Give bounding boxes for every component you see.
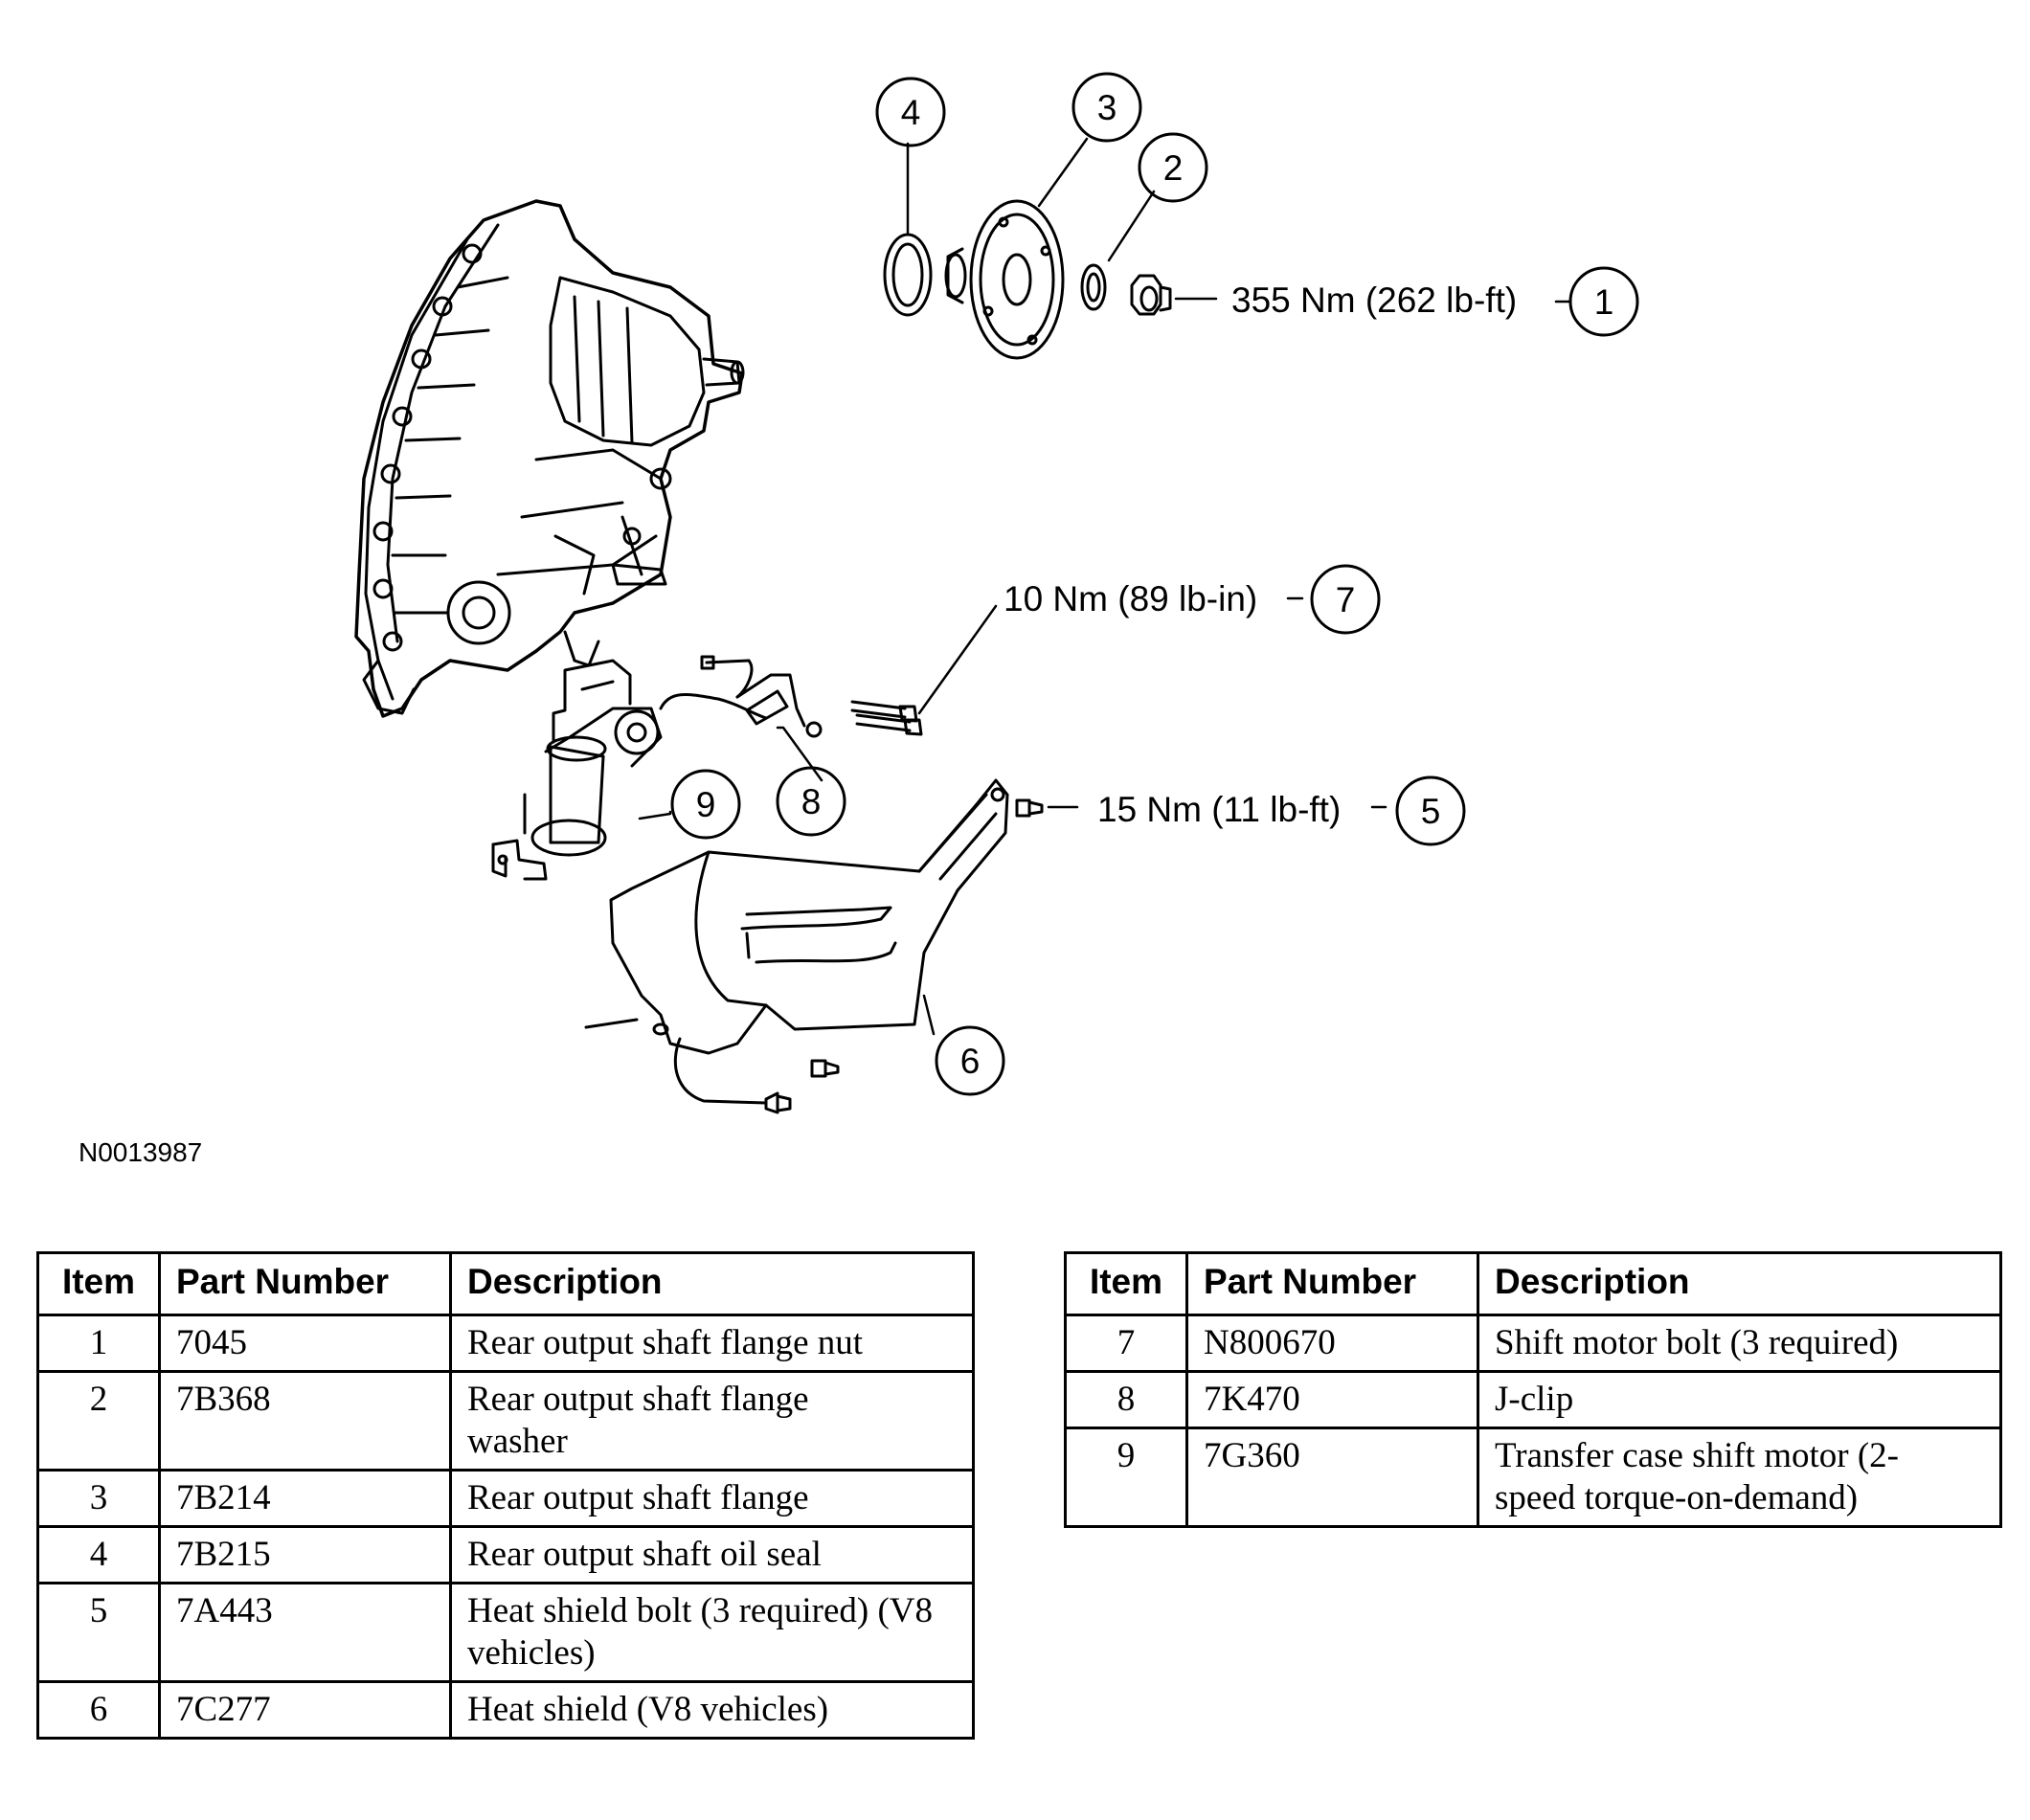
- callout-7: 7: [1310, 564, 1381, 635]
- callout-2-number: 2: [1163, 148, 1184, 188]
- callout-2: 2: [1138, 132, 1208, 203]
- cell-item: 6: [36, 1680, 161, 1740]
- cell-part-number: N800670: [1185, 1314, 1479, 1373]
- table-header-row: Item Part Number Description: [36, 1251, 975, 1316]
- torque-label-item-7: 10 Nm (89 lb-in): [1004, 579, 1257, 618]
- column-header-item: Item: [36, 1251, 161, 1316]
- callout-4-number: 4: [901, 93, 921, 132]
- heat-shield-part: [584, 778, 1009, 1055]
- cell-item: 9: [1064, 1427, 1188, 1528]
- callout-6: 6: [935, 1025, 1005, 1096]
- leader-lines: [638, 137, 1572, 1036]
- cell-description: J-clip: [1477, 1370, 2002, 1429]
- cell-item: 3: [36, 1469, 161, 1528]
- shift-motor-part: [491, 659, 663, 881]
- transfer-case-housing: [354, 199, 745, 718]
- parts-table-right: Item Part Number Description 7 N800670 S…: [1064, 1251, 2002, 1528]
- callout-3: 3: [1071, 72, 1142, 143]
- table-row: 8 7K470 J-clip: [1064, 1370, 2002, 1429]
- callout-8-number: 8: [801, 782, 822, 821]
- cell-description: Transfer case shift motor (2-speed torqu…: [1477, 1427, 2002, 1528]
- callout-4: 4: [875, 77, 946, 147]
- table-header-row: Item Part Number Description: [1064, 1251, 2002, 1316]
- torque-label-item-5: 15 Nm (11 lb-ft): [1097, 790, 1341, 829]
- heat-shield-bolt-part: [1015, 798, 1044, 818]
- cell-part-number: 7C277: [158, 1680, 452, 1740]
- cell-item: 5: [36, 1582, 161, 1683]
- table-row: 1 7045 Rear output shaft flange nut: [36, 1314, 975, 1373]
- table-row: 3 7B214 Rear output shaft flange: [36, 1469, 975, 1528]
- callout-8: 8: [776, 766, 846, 837]
- cell-item: 1: [36, 1314, 161, 1373]
- column-header-part-number: Part Number: [158, 1251, 452, 1316]
- callout-9: 9: [670, 769, 741, 840]
- table-row: 2 7B368 Rear output shaft flange washer: [36, 1370, 975, 1472]
- callout-5-number: 5: [1421, 792, 1441, 831]
- cell-item: 4: [36, 1525, 161, 1584]
- exploded-parts-diagram: 1 2 3 4 5 6 7 8 9 355 Nm (262 lb-ft) 15 …: [354, 72, 1639, 1114]
- callout-1: 1: [1568, 266, 1639, 337]
- heat-shield-bolts: [673, 1037, 840, 1114]
- table-row: 4 7B215 Rear output shaft oil seal: [36, 1525, 975, 1584]
- flange-nut-part: [1130, 274, 1172, 316]
- cell-part-number: 7K470: [1185, 1370, 1479, 1429]
- callout-1-number: 1: [1594, 282, 1614, 322]
- callout-7-number: 7: [1336, 580, 1356, 619]
- torque-label-item-1: 355 Nm (262 lb-ft): [1231, 281, 1517, 320]
- table-row: 9 7G360 Transfer case shift motor (2-spe…: [1064, 1427, 2002, 1528]
- cell-description: Rear output shaft oil seal: [449, 1525, 975, 1584]
- cell-part-number: 7B368: [158, 1370, 452, 1472]
- flange-part: [944, 199, 1065, 360]
- column-header-item: Item: [1064, 1251, 1188, 1316]
- column-header-part-number: Part Number: [1185, 1251, 1479, 1316]
- cell-description: Rear output shaft flange nut: [449, 1314, 975, 1373]
- column-header-description: Description: [1477, 1251, 2002, 1316]
- callout-6-number: 6: [960, 1042, 981, 1081]
- oil-seal-part: [883, 233, 933, 317]
- table-row: 7 N800670 Shift motor bolt (3 required): [1064, 1314, 2002, 1373]
- j-clip-part: [659, 655, 823, 738]
- shift-motor-bolts: [850, 700, 923, 736]
- cell-description: Rear output shaft flange washer: [449, 1370, 975, 1472]
- callout-5: 5: [1395, 775, 1466, 846]
- cell-part-number: 7B215: [158, 1525, 452, 1584]
- callout-3-number: 3: [1097, 88, 1117, 127]
- cell-description: Rear output shaft flange: [449, 1469, 975, 1528]
- cell-part-number: 7A443: [158, 1582, 452, 1683]
- washer-part: [1080, 263, 1107, 311]
- callout-9-number: 9: [696, 785, 716, 824]
- cell-part-number: 7045: [158, 1314, 452, 1373]
- cell-item: 8: [1064, 1370, 1188, 1429]
- cell-description: Heat shield bolt (3 required) (V8 vehicl…: [449, 1582, 975, 1683]
- cell-part-number: 7G360: [1185, 1427, 1479, 1528]
- table-row: 6 7C277 Heat shield (V8 vehicles): [36, 1680, 975, 1740]
- cell-item: 2: [36, 1370, 161, 1472]
- cell-description: Heat shield (V8 vehicles): [449, 1680, 975, 1740]
- cell-item: 7: [1064, 1314, 1188, 1373]
- table-row: 5 7A443 Heat shield bolt (3 required) (V…: [36, 1582, 975, 1683]
- cell-description: Shift motor bolt (3 required): [1477, 1314, 2002, 1373]
- cell-part-number: 7B214: [158, 1469, 452, 1528]
- parts-table-left: Item Part Number Description 1 7045 Rear…: [36, 1251, 975, 1740]
- illustration-reference-code: N0013987: [79, 1137, 203, 1167]
- column-header-description: Description: [449, 1251, 975, 1316]
